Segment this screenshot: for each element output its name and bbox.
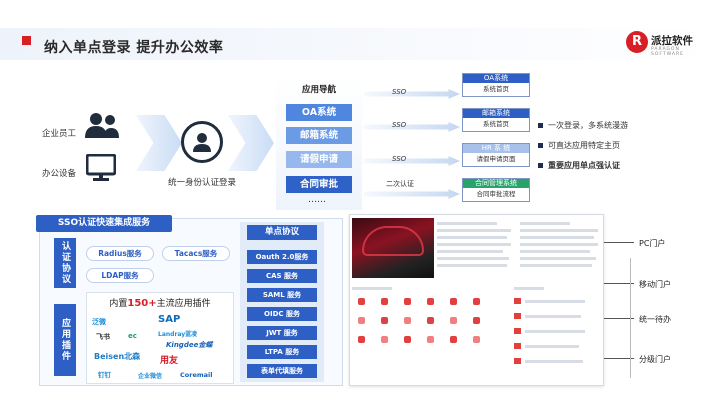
brand-sap: SAP: [158, 314, 181, 325]
system-name: HR 系 统: [463, 144, 529, 153]
portal-announce-widget: [437, 219, 515, 279]
brand-landray: Landray蓝凌: [158, 331, 198, 338]
page-title: 纳入单点登录 提升办公效率: [44, 40, 224, 56]
brand-beisen: Beisen北森: [94, 352, 141, 361]
ldap-service: LDAP服务: [86, 268, 154, 283]
monitor-icon: [86, 154, 116, 181]
tacacs-service: Tacacs服务: [162, 246, 230, 261]
sso-protocol-title: 单点协议: [247, 225, 317, 240]
sso-arrow: [364, 89, 460, 99]
nav-item-leave[interactable]: 请假申请: [286, 151, 352, 168]
sso-service-title: SSO认证快速集成服务: [36, 215, 172, 232]
brand-feishu: 飞书: [96, 333, 110, 341]
benefit-item: 可直达应用特定主页: [538, 140, 620, 151]
radius-service: Radius服务: [86, 246, 154, 261]
users-icon: [85, 113, 119, 138]
portal-apps-widget: [352, 285, 512, 379]
connector-line: [604, 283, 634, 284]
system-name: 邮箱系统: [463, 109, 529, 118]
nav-more: ……: [308, 195, 326, 205]
title-marker: [22, 36, 31, 45]
system-card-hr[interactable]: HR 系 统 请假申请页面: [462, 143, 530, 167]
protocol-jwt: JWT 服务: [247, 326, 317, 340]
identity-icon: [181, 121, 223, 163]
employee-label: 企业员工: [42, 129, 77, 139]
nav-item-contract[interactable]: 合同审批: [286, 176, 352, 193]
system-page: 系统首页: [483, 120, 509, 128]
flow-arrow-icon: [136, 115, 182, 171]
system-name: OA系统: [463, 74, 529, 83]
protocol-cas: CAS 服务: [247, 269, 317, 283]
plugin-title: 内置150+主流应用插件: [109, 298, 211, 309]
system-page: 合同审批流程: [476, 190, 516, 198]
flow-arrow-icon: [228, 115, 274, 171]
sso-arrow: [364, 156, 460, 166]
connector-spine: [630, 258, 631, 378]
bullet-icon: [538, 143, 543, 148]
protocol-saml: SAML 服务: [247, 288, 317, 302]
system-card-mail[interactable]: 邮箱系统 系统首页: [462, 108, 530, 132]
protocol-oidc: OIDC 服务: [247, 307, 317, 321]
plugin-panel: [86, 292, 234, 384]
portal-news-widget: [520, 219, 600, 279]
secondary-auth-label: 二次认证: [386, 180, 414, 188]
logo-icon: R: [626, 31, 648, 53]
brand-yonyou: 用友: [160, 356, 179, 366]
portal-label-todo: 统一待办: [639, 315, 671, 324]
benefit-item: 重要应用单点强认证: [538, 160, 620, 171]
auth-protocol-tab: 认证协议: [54, 238, 76, 288]
device-label: 办公设备: [42, 169, 77, 179]
nav-item-mail[interactable]: 邮箱系统: [286, 127, 352, 144]
header-band: [0, 28, 714, 60]
app-plugin-tab: 应用插件: [54, 304, 76, 376]
brand-ec: ec: [128, 332, 137, 340]
logo-subtitle: PARAGON SOFTWARE: [651, 47, 684, 57]
benefit-item: 一次登录，多系统漫游: [538, 120, 628, 131]
system-name: 合同管理系统: [463, 179, 529, 188]
brand-coremail: Coremail: [180, 371, 213, 379]
secondary-auth-arrow: [364, 189, 460, 199]
system-card-contract[interactable]: 合同管理系统 合同审批流程: [462, 178, 530, 202]
brand-fanwei: 泛微: [92, 318, 106, 326]
unified-auth-label: 统一身份认证登录: [168, 178, 237, 188]
app-nav-title: 应用导航: [301, 85, 336, 95]
system-page: 系统首页: [483, 85, 509, 93]
bullet-icon: [538, 123, 543, 128]
nav-item-oa[interactable]: OA系统: [286, 104, 352, 121]
logo-name: 派拉软件: [651, 35, 693, 47]
sso-label: SSO: [392, 155, 407, 163]
portal-label-pc: PC门户: [639, 239, 666, 248]
system-card-oa[interactable]: OA系统 系统首页: [462, 73, 530, 97]
portal-label-tiered: 分级门户: [639, 355, 671, 364]
protocol-oauth: Oauth 2.0服务: [247, 250, 317, 264]
sso-label: SSO: [392, 121, 407, 129]
protocol-form-fill: 表单代填服务: [247, 364, 317, 378]
brand-wecom: 企业微信: [138, 373, 163, 380]
protocol-ltpa: LTPA 服务: [247, 345, 317, 359]
brand-kingdee: Kingdee金蝶: [166, 341, 213, 349]
connector-line: [604, 318, 634, 319]
portal-label-mobile: 移动门户: [639, 280, 671, 289]
sso-label: SSO: [392, 88, 407, 96]
connector-line: [604, 242, 634, 243]
bullet-icon: [538, 163, 543, 168]
system-page: 请假申请页面: [476, 155, 516, 163]
connector-line: [604, 358, 634, 359]
sso-arrow: [364, 122, 460, 132]
portal-todo-widget: [514, 285, 600, 379]
brand-dingtalk: 钉钉: [98, 371, 111, 379]
